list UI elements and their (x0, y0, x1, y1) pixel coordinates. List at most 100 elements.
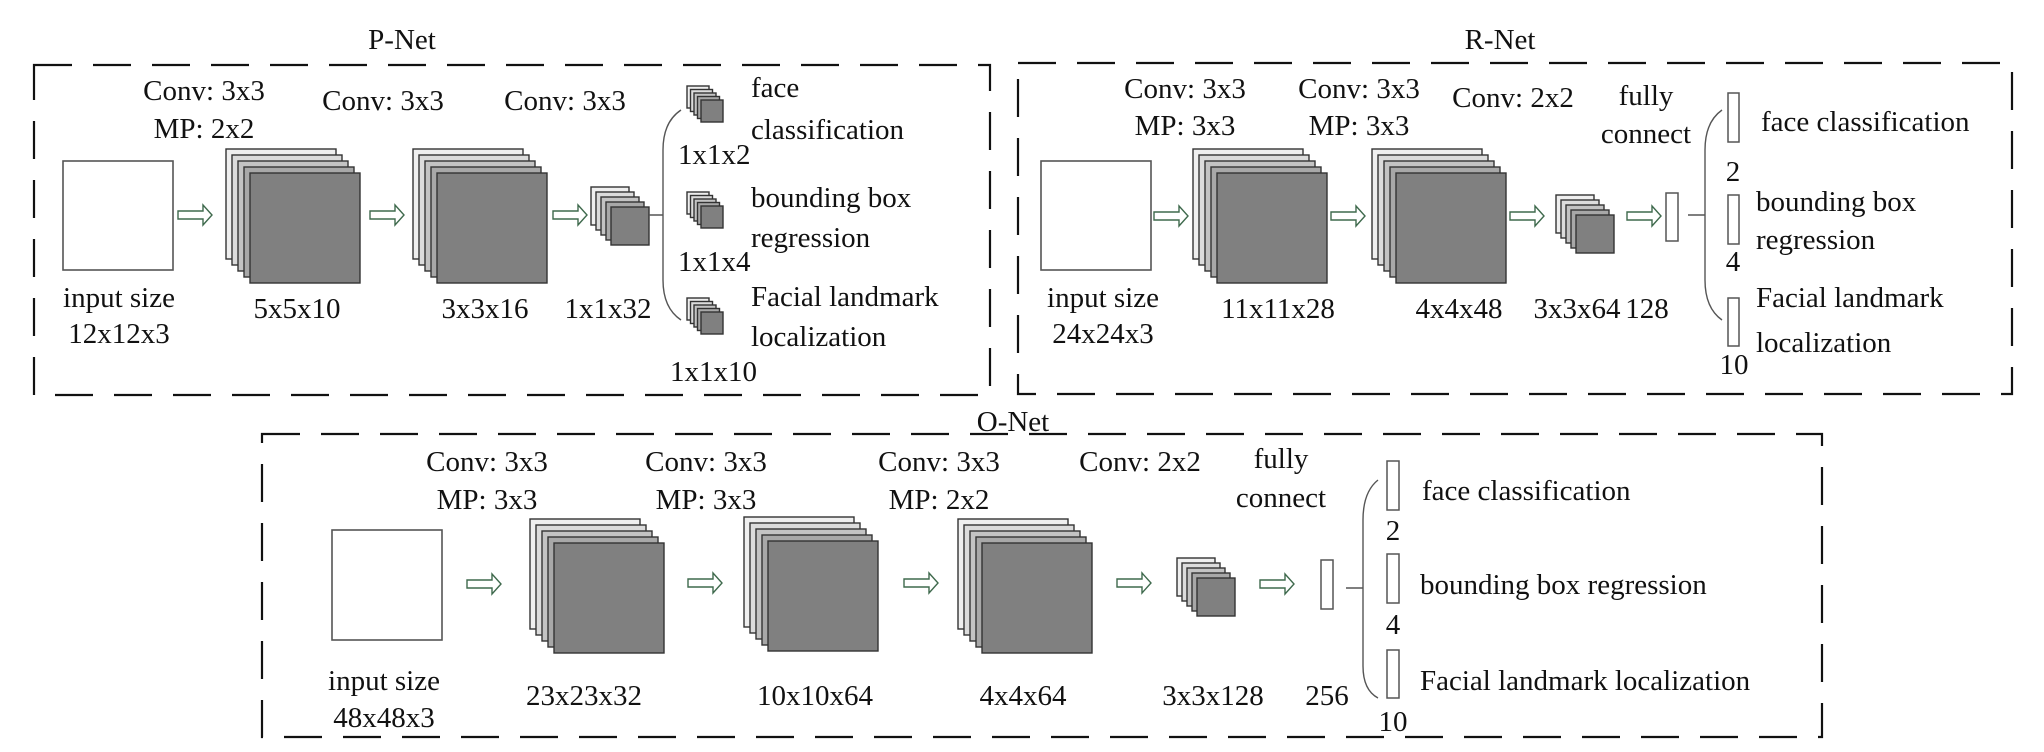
rnet-output-bbox-size: 4 (1726, 246, 1741, 278)
pnet-fm2-size: 3x3x16 (442, 293, 529, 325)
onet-panel: O-Net Conv: 3x3 MP: 3x3 Conv: 3x3 MP: 3x… (260, 406, 1824, 739)
rnet-title: R-Net (1465, 24, 1536, 56)
rnet-arrow-2 (1330, 204, 1366, 228)
onet-arrow-2 (687, 571, 723, 595)
pnet-arrow-3 (552, 203, 588, 227)
feature-map-front-layer (700, 205, 724, 229)
rnet-output-landmark-vector (1727, 297, 1740, 347)
onet-op2-line2: MP: 3x3 (656, 484, 757, 516)
onet-fm1-size: 23x23x32 (526, 680, 642, 712)
pnet-panel: P-Net Conv: 3x3 MP: 2x2 Conv: 3x3 Conv: … (32, 24, 992, 397)
feature-map-front-layer (1395, 172, 1507, 284)
feature-map-front-layer (700, 311, 724, 335)
arrow-right-icon (1116, 571, 1152, 595)
onet-op3-line1: Conv: 3x3 (878, 446, 1000, 478)
onet-output-bbox-label: bounding box regression (1420, 569, 1707, 601)
onet-branch-brace (1346, 479, 1379, 699)
feature-map-front-layer (436, 172, 548, 284)
onet-op4-line1: Conv: 2x2 (1079, 446, 1201, 478)
rnet-output-landmark-line1: Facial landmark (1756, 282, 1944, 314)
feature-map-front-layer (700, 99, 724, 123)
rnet-output-bbox-line2: regression (1756, 224, 1876, 256)
arrow-right-icon (903, 571, 939, 595)
onet-op5-line1: fully (1254, 443, 1309, 475)
onet-fm3-size: 4x4x64 (980, 680, 1068, 712)
onet-op2-line1: Conv: 3x3 (645, 446, 767, 478)
arrow-right-icon (177, 203, 213, 227)
rnet-output-bbox-vector (1727, 194, 1740, 245)
feature-map-front-layer (1216, 172, 1328, 284)
onet-arrow-1 (466, 572, 502, 596)
rnet-feature-map-3 (1555, 194, 1615, 254)
pnet-output-bbox-size: 1x1x4 (678, 246, 751, 278)
rnet-op1-line2: MP: 3x3 (1135, 110, 1236, 142)
onet-output-landmark-size: 10 (1379, 706, 1408, 738)
rnet-fc-size: 128 (1625, 293, 1669, 325)
onet-input-size: 48x48x3 (333, 702, 435, 734)
pnet-feature-map-3 (590, 186, 650, 246)
rnet-branch-brace (1688, 109, 1723, 321)
rnet-output-face-vector (1727, 92, 1740, 143)
arrow-right-icon (369, 203, 405, 227)
pnet-output-bbox-line1: bounding box (751, 182, 912, 214)
rnet-output-face-size: 2 (1726, 156, 1741, 188)
pnet-output-landmark-line2: localization (751, 321, 887, 353)
feature-map-front-layer (610, 206, 650, 246)
onet-frame (260, 432, 1824, 739)
arrow-right-icon (1509, 204, 1545, 228)
rnet-op2-line1: Conv: 3x3 (1298, 73, 1420, 105)
rnet-op4-line2: connect (1601, 118, 1691, 150)
rnet-feature-map-2 (1371, 148, 1507, 284)
pnet-input-label: input size (63, 282, 175, 314)
rnet-output-bbox-line1: bounding box (1756, 186, 1917, 218)
arrow-right-icon (1259, 572, 1295, 596)
onet-input-image (331, 529, 443, 641)
pnet-fm3-size: 1x1x32 (565, 293, 652, 325)
rnet-output-landmark-line2: localization (1756, 327, 1892, 359)
onet-output-face-vector (1386, 460, 1400, 511)
rnet-op3-line1: Conv: 2x2 (1452, 82, 1574, 114)
pnet-output-landmark-maps (686, 297, 724, 335)
onet-feature-map-4 (1176, 557, 1236, 617)
rnet-op2-line2: MP: 3x3 (1309, 110, 1410, 142)
pnet-output-bbox-line2: regression (751, 222, 871, 254)
rnet-arrow-4 (1626, 204, 1662, 228)
pnet-arrow-1 (177, 203, 213, 227)
onet-arrow-5 (1259, 572, 1295, 596)
onet-op1-line2: MP: 3x3 (437, 484, 538, 516)
pnet-output-landmark-line1: Facial landmark (751, 281, 939, 313)
arrow-right-icon (1330, 204, 1366, 228)
rnet-input-image (1040, 160, 1152, 271)
feature-map-front-layer (1575, 214, 1615, 254)
pnet-arrow-2 (369, 203, 405, 227)
arrow-right-icon (1153, 204, 1189, 228)
rnet-fm3-size: 3x3x64 (1534, 293, 1622, 325)
pnet-output-bbox-maps (686, 191, 724, 229)
pnet-output-face-maps (686, 85, 724, 123)
feature-map-front-layer (249, 172, 361, 284)
onet-output-landmark-label: Facial landmark localization (1420, 665, 1751, 697)
arrow-right-icon (687, 571, 723, 595)
onet-op5-line2: connect (1236, 482, 1326, 514)
feature-map-front-layer (767, 540, 879, 652)
onet-feature-map-3 (957, 518, 1093, 654)
pnet-output-face-line1: face (751, 72, 799, 104)
onet-fm4-size: 3x3x128 (1162, 680, 1264, 712)
feature-map-front-layer (553, 542, 665, 654)
pnet-fm1-size: 5x5x10 (254, 293, 341, 325)
onet-op1-line1: Conv: 3x3 (426, 446, 548, 478)
onet-output-face-label: face classification (1422, 475, 1631, 507)
pnet-output-face-size: 1x1x2 (678, 139, 751, 171)
onet-op3-line2: MP: 2x2 (889, 484, 990, 516)
pnet-op1-line1: Conv: 3x3 (143, 75, 265, 107)
pnet-title: P-Net (368, 24, 436, 56)
arrow-right-icon (466, 572, 502, 596)
rnet-input-label: input size (1047, 282, 1159, 314)
onet-fc-size: 256 (1305, 680, 1349, 712)
pnet-input-size: 12x12x3 (68, 318, 170, 350)
feature-map-front-layer (1196, 577, 1236, 617)
rnet-output-face-label: face classification (1761, 106, 1970, 138)
pnet-output-face-line2: classification (751, 114, 905, 146)
rnet-panel: R-Net Conv: 3x3 MP: 3x3 Conv: 3x3 MP: 3x… (1016, 24, 2014, 396)
